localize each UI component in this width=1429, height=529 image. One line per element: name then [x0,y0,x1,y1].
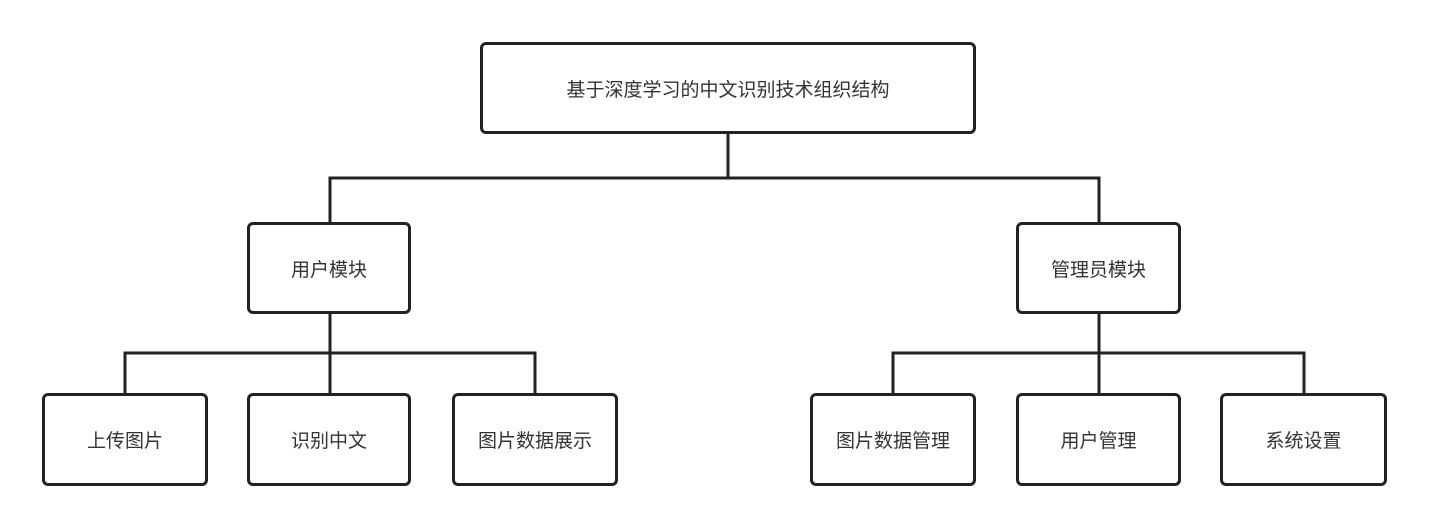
image-data-management-node: 图片数据管理 [810,393,976,486]
image-data-display-label: 图片数据展示 [477,430,592,452]
system-settings-label: 系统设置 [1265,430,1342,452]
recognize-chinese-node: 识别中文 [247,393,411,486]
root-label: 基于深度学习的中文识别技术组织结构 [566,78,890,101]
user-management-node: 用户管理 [1016,393,1181,486]
upload-image-node: 上传图片 [42,393,208,486]
root-node: 基于深度学习的中文识别技术组织结构 [480,42,976,134]
upload-image-label: 上传图片 [86,430,163,452]
user-module-node: 用户模块 [247,222,411,314]
user-module-label: 用户模块 [290,258,367,281]
image-data-display-node: 图片数据展示 [452,393,618,486]
admin-module-node: 管理员模块 [1016,222,1181,314]
user-management-label: 用户管理 [1060,430,1137,452]
system-settings-node: 系统设置 [1220,393,1387,486]
admin-module-label: 管理员模块 [1050,258,1146,281]
recognize-chinese-label: 识别中文 [290,430,367,452]
image-data-management-label: 图片数据管理 [835,430,950,452]
